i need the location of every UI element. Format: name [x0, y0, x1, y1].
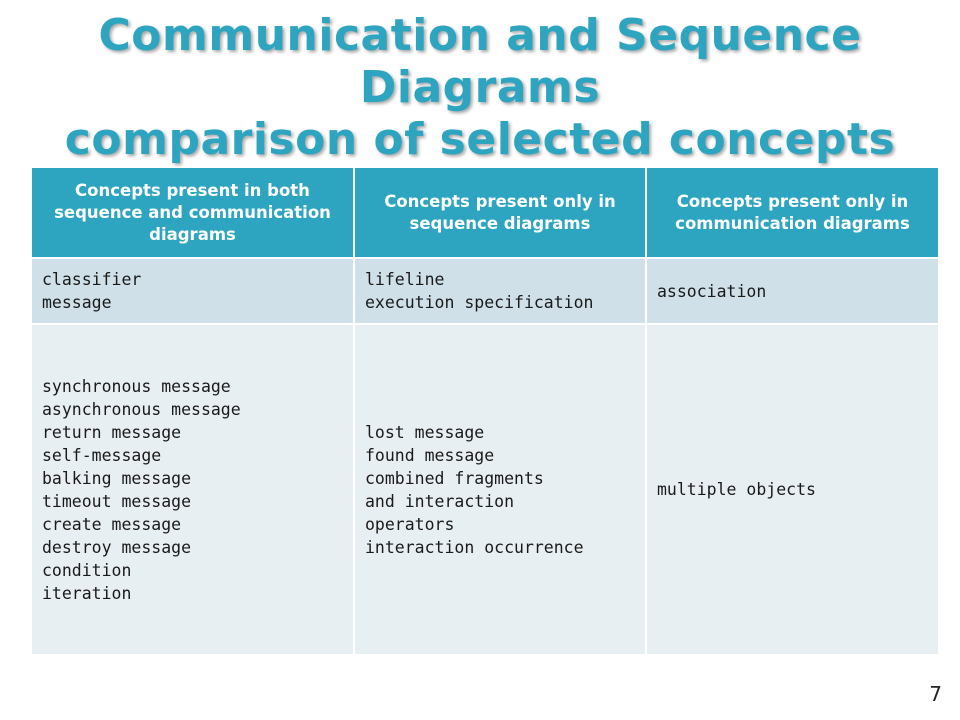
- concept-item: create message: [42, 514, 182, 534]
- concept-item: message: [42, 293, 112, 312]
- page-number: 7: [929, 682, 942, 706]
- concept-item: lost message: [365, 422, 485, 442]
- header-both-diagrams: Concepts present in both sequence and co…: [32, 168, 355, 258]
- cell-sequence-concepts: lost message found message combined frag…: [354, 323, 647, 654]
- title-line-2: comparison of selected concepts: [64, 114, 896, 165]
- concept-item: combined fragments: [365, 468, 544, 488]
- concept-item: multiple objects: [657, 480, 816, 499]
- cell-both-concepts: classifier message: [32, 257, 355, 324]
- cell-communication-concepts: association: [646, 257, 938, 324]
- concept-item: lifeline: [365, 270, 445, 289]
- cell-sequence-concepts: lifeline execution specification: [354, 257, 647, 324]
- concept-item: condition: [42, 560, 132, 580]
- concept-item: asynchronous message: [42, 399, 241, 419]
- table-row: synchronous message asynchronous message…: [32, 323, 938, 654]
- concept-item: and interaction: [365, 491, 515, 511]
- concept-item: classifier: [42, 270, 142, 289]
- concept-item: found message: [365, 445, 495, 465]
- title-line-1: Communication and Sequence Diagrams: [98, 10, 862, 113]
- concept-item: association: [657, 281, 767, 301]
- table-header-row: Concepts present in both sequence and co…: [32, 168, 938, 258]
- concept-item: self-message: [42, 445, 162, 465]
- concept-item: return message: [42, 422, 182, 442]
- slide-title: Communication and Sequence Diagrams comp…: [0, 10, 960, 166]
- header-communication-only: Concepts present only in communication d…: [646, 168, 938, 258]
- header-sequence-only: Concepts present only in sequence diagra…: [354, 168, 647, 258]
- concept-item: balking message: [42, 468, 192, 488]
- concept-item: synchronous message: [42, 376, 231, 396]
- table-row: classifier message lifeline execution sp…: [32, 257, 938, 324]
- cell-communication-concepts: multiple objects: [646, 323, 938, 654]
- comparison-table: Concepts present in both sequence and co…: [32, 168, 938, 654]
- concept-item: destroy message: [42, 537, 192, 557]
- concept-item: timeout message: [42, 491, 192, 511]
- concept-item: execution specification: [365, 293, 594, 312]
- cell-both-concepts: synchronous message asynchronous message…: [32, 323, 355, 654]
- concept-item: iteration: [42, 583, 132, 603]
- concept-item: interaction occurrence: [365, 537, 584, 557]
- concept-item: operators: [365, 514, 455, 534]
